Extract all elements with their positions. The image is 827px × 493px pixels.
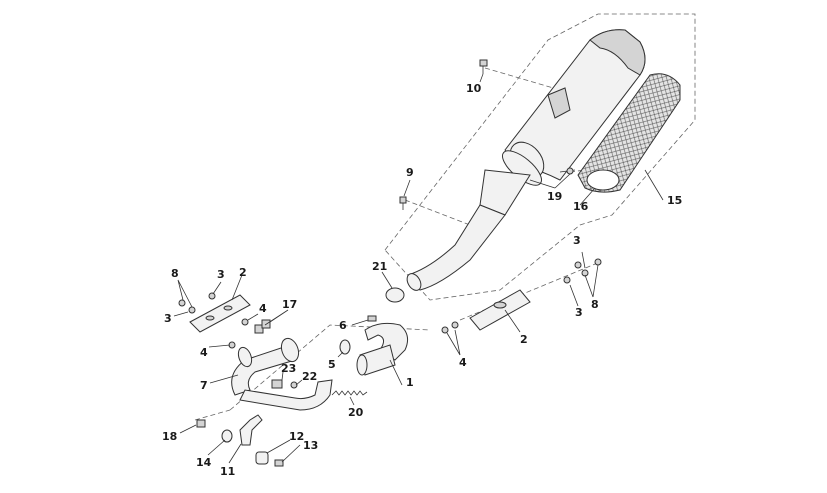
header-pipe xyxy=(231,337,333,411)
callout-8-right: 8 xyxy=(591,298,599,311)
muffler-body xyxy=(504,29,646,181)
bracket-parts xyxy=(196,414,284,467)
callout-5: 5 xyxy=(328,358,336,371)
callout-4-left-lower: 4 xyxy=(200,346,208,359)
callout-19: 19 xyxy=(547,190,562,203)
callout-1: 1 xyxy=(406,376,414,389)
callout-2-left: 2 xyxy=(239,266,247,279)
bolt-9 xyxy=(399,196,407,210)
leader-lines xyxy=(173,73,664,464)
callout-7: 7 xyxy=(200,379,208,392)
heat-shield-right xyxy=(469,289,531,331)
callout-22: 22 xyxy=(302,370,317,383)
callout-11: 11 xyxy=(220,465,235,478)
bolt-10 xyxy=(479,59,488,74)
callout-3-right-lower: 3 xyxy=(575,306,583,319)
clamp-21 xyxy=(385,287,405,303)
spring-20 xyxy=(331,390,368,396)
callout-4-right: 4 xyxy=(459,356,467,369)
callout-2-right: 2 xyxy=(520,333,528,346)
callout-labels: 1 2 2 3 3 3 3 4 4 4 5 6 7 8 8 9 10 11 12… xyxy=(162,82,682,478)
callout-13: 13 xyxy=(303,439,318,452)
callout-3-left-lower: 3 xyxy=(164,312,172,325)
callout-20: 20 xyxy=(348,406,364,419)
callout-9: 9 xyxy=(406,166,414,179)
callout-14: 14 xyxy=(196,456,212,469)
callout-16: 16 xyxy=(573,200,589,213)
callout-4-left-upper: 4 xyxy=(259,302,267,315)
callout-18: 18 xyxy=(162,430,177,443)
callout-3-left-upper: 3 xyxy=(217,268,225,281)
callout-21: 21 xyxy=(372,260,387,273)
callout-23: 23 xyxy=(281,362,296,375)
callout-15: 15 xyxy=(667,194,682,207)
heat-shield-left xyxy=(189,294,251,333)
front-collector xyxy=(356,322,409,376)
callout-3-right-upper: 3 xyxy=(573,234,581,247)
callout-6: 6 xyxy=(339,319,347,332)
bolt-6 xyxy=(367,315,377,322)
callout-17: 17 xyxy=(282,298,297,311)
muffler-assembly-boundary xyxy=(384,13,696,301)
o-ring-5 xyxy=(339,339,351,355)
callout-10: 10 xyxy=(466,82,482,95)
callout-12: 12 xyxy=(289,430,304,443)
callout-8-left: 8 xyxy=(171,267,179,280)
mid-pipe xyxy=(406,169,531,291)
